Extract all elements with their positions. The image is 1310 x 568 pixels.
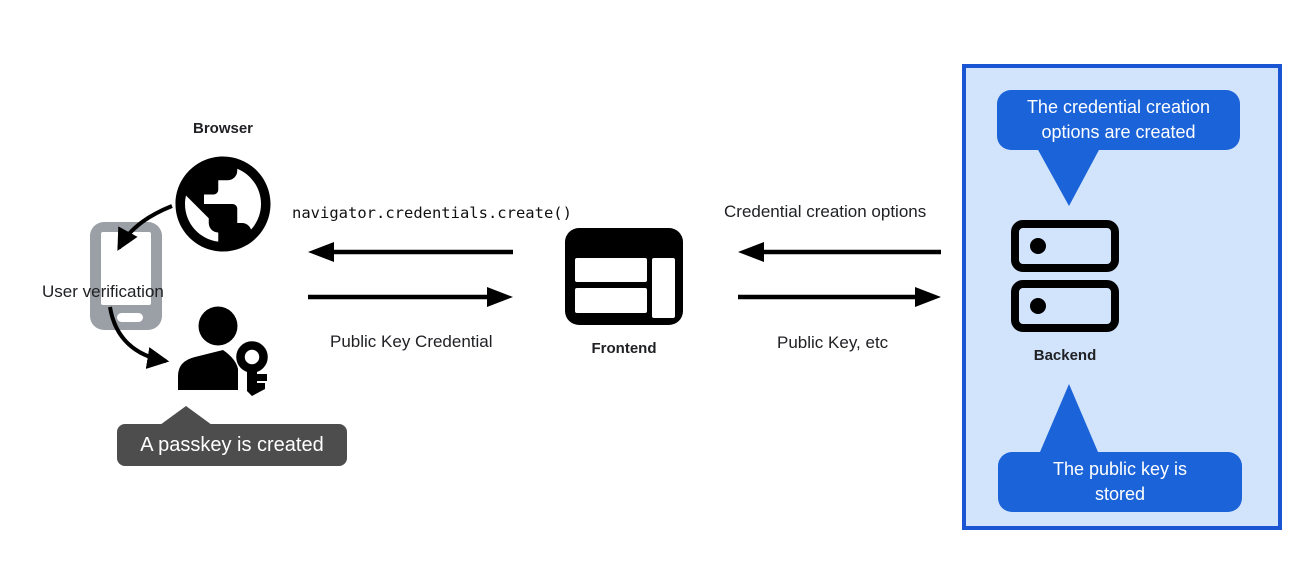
passkey-tooltip-text: A passkey is created [140, 433, 324, 456]
public-key-stored-pointer [1040, 384, 1098, 452]
server-stack-icon [1011, 220, 1119, 332]
browser-to-frontend-arrow [308, 287, 513, 307]
frontend-to-browser-arrow [308, 242, 513, 262]
backend-to-frontend-arrow [738, 242, 941, 262]
passkey-tooltip: A passkey is created [117, 424, 347, 466]
user-passkey-icon [178, 306, 268, 396]
globe-icon [175, 156, 271, 252]
options-created-text: The credential creation options are crea… [1026, 96, 1211, 142]
phone-icon [90, 222, 162, 330]
browser-window-icon [565, 228, 683, 325]
backend-label: Backend [1033, 347, 1097, 364]
backend-panel: The credential creation options are crea… [962, 64, 1282, 530]
create-call-label: navigator.credentials.create() [292, 204, 572, 222]
credential-creation-options-label: Credential creation options [724, 202, 927, 221]
passkey-tooltip-pointer [160, 406, 212, 425]
frontend-to-backend-arrow [738, 287, 941, 307]
public-key-etc-label: Public Key, etc [777, 333, 889, 352]
options-created-pointer [1037, 148, 1100, 206]
public-key-stored-text: The public key is stored [1052, 458, 1188, 504]
public-key-credential-label: Public Key Credential [330, 332, 493, 351]
browser-label: Browser [192, 120, 254, 137]
frontend-label: Frontend [591, 340, 657, 357]
options-created-callout: The credential creation options are crea… [997, 90, 1240, 150]
public-key-stored-callout: The public key is stored [998, 452, 1242, 512]
user-verification-label: User verification [42, 282, 164, 301]
